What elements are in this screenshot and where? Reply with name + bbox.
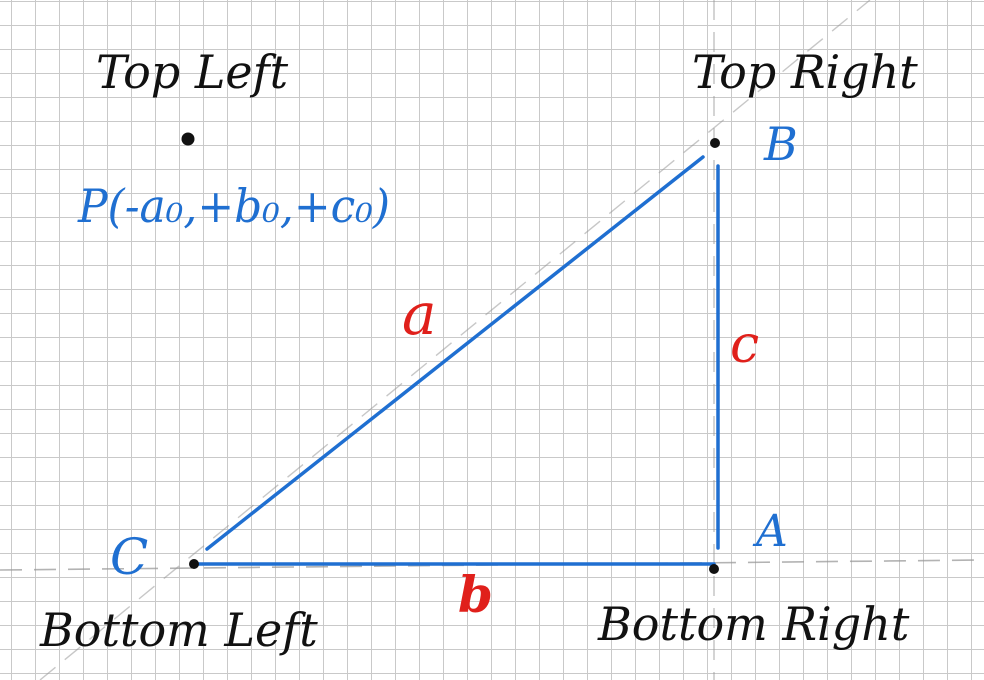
vertex-c-label: C [110,528,148,586]
vertex-b-dot [710,138,720,148]
corner-label-bottom-left: Bottom Left [39,603,318,657]
point-p-dot [181,132,195,146]
vertex-c-dot [189,559,199,569]
vertex-b-label: B [763,117,798,171]
point-p-label: P(-a₀,+b₀,+c₀) [77,179,390,233]
side-a-line [205,155,705,551]
vertex-a-dot [709,564,719,574]
side-a-label: a [402,280,437,348]
corner-label-top-right: Top Right [692,45,918,99]
corner-label-bottom-right: Bottom Right [597,597,910,651]
dashed-guide-diagonal [39,0,871,680]
corner-label-top-left: Top Left [96,45,289,99]
side-b-label: b [458,565,493,624]
vertex-a-label: A [752,506,788,557]
side-c-label: c [730,315,759,375]
